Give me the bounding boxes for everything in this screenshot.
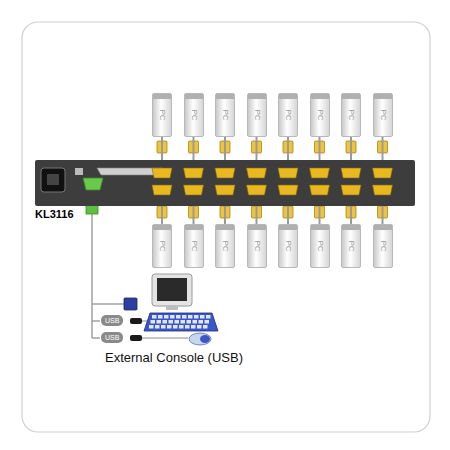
pc-tower: PC	[278, 93, 298, 137]
pc-top	[374, 94, 392, 99]
pc-tower: PC	[373, 93, 393, 137]
pc-label: PC	[378, 109, 387, 120]
pc-tower: PC	[184, 93, 204, 137]
vga-cable	[382, 137, 384, 160]
pc-top	[216, 94, 234, 99]
model-name: KL3116	[35, 208, 74, 220]
pc-label: PC	[158, 240, 167, 251]
pc-label: PC	[252, 240, 261, 251]
rear-panel	[35, 160, 415, 206]
monitor	[152, 274, 192, 310]
pc-top	[342, 94, 360, 99]
pc-tower: PC	[247, 93, 267, 137]
pc-top	[153, 225, 171, 230]
usb-plug	[130, 335, 142, 341]
vga-cable	[193, 206, 195, 224]
pc-tower: PC	[152, 93, 172, 137]
pc-top	[342, 225, 360, 230]
console-wire	[92, 214, 124, 338]
pc-tower: PC	[215, 224, 235, 268]
pc-label: PC	[252, 109, 261, 120]
vga-cable	[287, 206, 289, 224]
pc-tower: PC	[278, 224, 298, 268]
pc-tower: PC	[152, 224, 172, 268]
vga-cable	[319, 137, 321, 160]
console-caption: External Console (USB)	[105, 350, 243, 365]
usb-plug	[130, 318, 142, 324]
pc-top	[374, 225, 392, 230]
vga-cable	[161, 137, 163, 160]
vga-cable	[256, 206, 258, 224]
vga-cable	[350, 137, 352, 160]
keyboard	[144, 313, 218, 331]
pc-label: PC	[189, 109, 198, 120]
pc-tower: PC	[373, 224, 393, 268]
pc-label: PC	[221, 109, 230, 120]
pc-top	[248, 225, 266, 230]
pc-top	[248, 94, 266, 99]
vga-cable	[287, 137, 289, 160]
pc-tower: PC	[341, 93, 361, 137]
vga-cable	[256, 137, 258, 160]
vga-plug	[124, 298, 137, 310]
pc-label: PC	[158, 109, 167, 120]
pc-top	[311, 225, 329, 230]
console-plug	[86, 205, 98, 214]
pc-top	[311, 94, 329, 99]
pc-top	[279, 225, 297, 230]
pc-tower: PC	[215, 93, 235, 137]
usb-tag: USB	[101, 332, 123, 343]
pc-label: PC	[221, 240, 230, 251]
pc-tower: PC	[184, 224, 204, 268]
pc-label: PC	[378, 240, 387, 251]
pc-tower: PC	[310, 224, 330, 268]
usb-wire	[142, 338, 188, 339]
pc-top	[153, 94, 171, 99]
pc-top	[185, 225, 203, 230]
pc-tower: PC	[247, 224, 267, 268]
pc-top	[185, 94, 203, 99]
pc-label: PC	[315, 240, 324, 251]
vga-cable	[224, 137, 226, 160]
vga-cable	[319, 206, 321, 224]
pc-top	[216, 225, 234, 230]
frame	[22, 22, 430, 432]
vga-cable	[382, 206, 384, 224]
pc-label: PC	[315, 109, 324, 120]
pc-top	[279, 94, 297, 99]
pc-label: PC	[189, 240, 198, 251]
vga-cable	[161, 206, 163, 224]
kvm-switch: KL3116	[35, 160, 415, 206]
pc-tower: PC	[341, 224, 361, 268]
mouse	[189, 333, 211, 345]
vga-cable	[193, 137, 195, 160]
vga-cable	[224, 206, 226, 224]
pc-label: PC	[284, 240, 293, 251]
vga-cable	[350, 206, 352, 224]
pc-label: PC	[347, 109, 356, 120]
usb-tag: USB	[101, 315, 123, 326]
pc-label: PC	[347, 240, 356, 251]
pc-label: PC	[284, 109, 293, 120]
pc-tower: PC	[310, 93, 330, 137]
